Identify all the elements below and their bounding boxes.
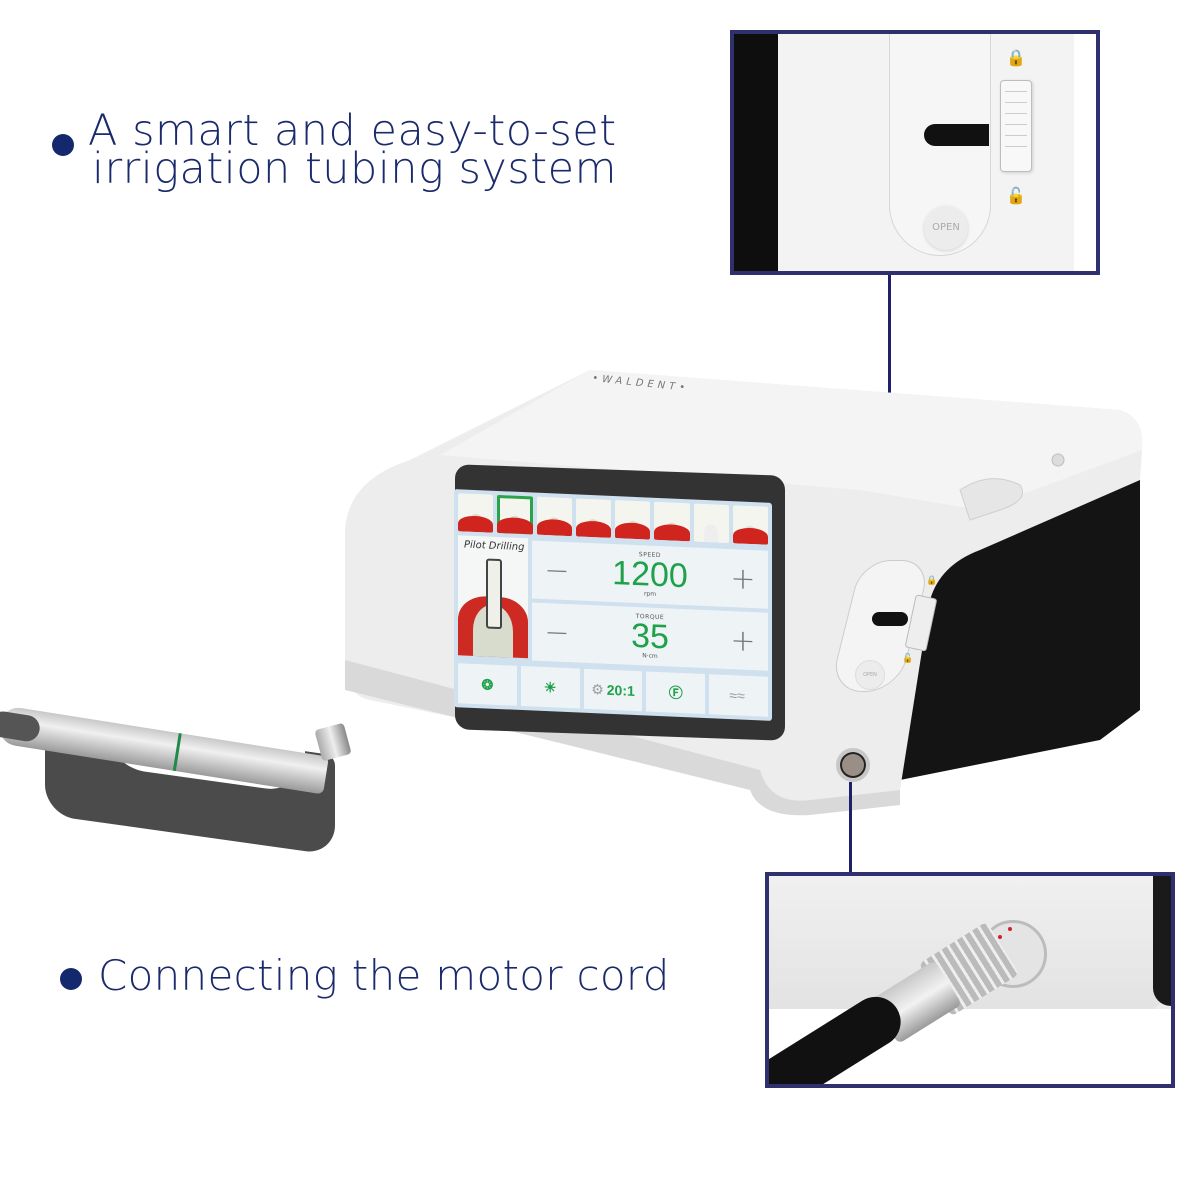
alignment-dot [1008,927,1012,931]
torque-decrease-button[interactable]: − [544,614,570,651]
feature-heading-irrigation: A smart and easy-to-set irrigation tubin… [88,110,617,194]
callout-line-bottom [849,782,852,874]
lock-icon: 🔒 [926,576,938,586]
open-button[interactable]: OPEN [855,660,885,690]
tubing-slot [924,124,989,146]
lock-icon: 🔒 [1006,48,1026,67]
gear-ratio-value: 20:1 [606,681,635,699]
step-tab-1[interactable] [458,493,494,533]
step-tab-8[interactable] [732,505,768,545]
procedure-title: Pilot Drilling [464,539,525,554]
step-tab-4[interactable] [575,498,611,538]
step-tab-6[interactable] [654,501,690,542]
callout-frame-irrigation-lock: 🔒 🔓 OPEN [730,30,1100,275]
feature-heading-line2: irrigation tubing system [92,144,617,194]
tubing-slot [872,612,908,626]
bullet-icon [60,968,82,990]
screen-bottom-bar: ❂ ☀ ⚙20:1 Ⓕ ≈≈ [458,663,768,717]
step-tab-3[interactable] [536,496,572,537]
gear-ratio-icon: ⚙ [591,680,604,698]
light-button[interactable]: ☀ [520,665,580,709]
step-tab-7[interactable] [693,503,729,544]
light-bulb-icon: ☀ [543,678,557,696]
drill-illustration [486,558,502,630]
torque-control: − TORQUE 35 N·cm + [532,602,768,671]
open-button[interactable]: OPEN [924,206,968,250]
device-dark-edge [1153,876,1171,1006]
torque-increase-button[interactable]: + [730,622,756,659]
irrigation-icon: ≈≈ [729,687,745,704]
speed-decrease-button[interactable]: − [544,552,570,589]
rotation-direction-button[interactable]: Ⓕ [646,671,706,715]
torque-display: TORQUE 35 N·cm [582,611,718,663]
lock-slider[interactable] [1000,80,1032,172]
unlock-icon: 🔓 [1006,186,1026,205]
speed-increase-button[interactable]: + [730,560,756,597]
motor-cord [0,709,42,744]
device-side-dark-panel [734,34,778,271]
gear-led-icon: ❂ [481,675,494,693]
handpiece-green-ring [172,733,182,772]
speed-display: SPEED 1200 rpm [582,549,718,601]
speed-control: − SPEED 1200 rpm + [532,540,768,609]
unlock-icon: 🔓 [902,654,914,664]
forward-rotation-icon: Ⓕ [668,684,683,702]
feature-heading-motor-cord: Connecting the motor cord [98,951,670,1000]
gear-ratio-button[interactable]: ⚙20:1 [583,668,643,712]
irrigation-button[interactable]: ≈≈ [709,674,768,717]
feature-heading-line1: A smart and easy-to-set [88,106,617,156]
procedure-illustration: Pilot Drilling [458,535,528,659]
motor-cord-port[interactable] [836,748,870,782]
led-settings-button[interactable]: ❂ [458,663,517,706]
callout-frame-motor-cord [765,872,1175,1088]
alignment-dot [998,935,1002,939]
step-tab-2-active[interactable] [497,494,533,535]
bullet-icon [52,134,74,156]
step-tab-5[interactable] [615,500,651,540]
frame-background [1074,34,1096,271]
touchscreen[interactable]: Pilot Drilling − SPEED 1200 rpm + − TORQ… [454,489,772,721]
